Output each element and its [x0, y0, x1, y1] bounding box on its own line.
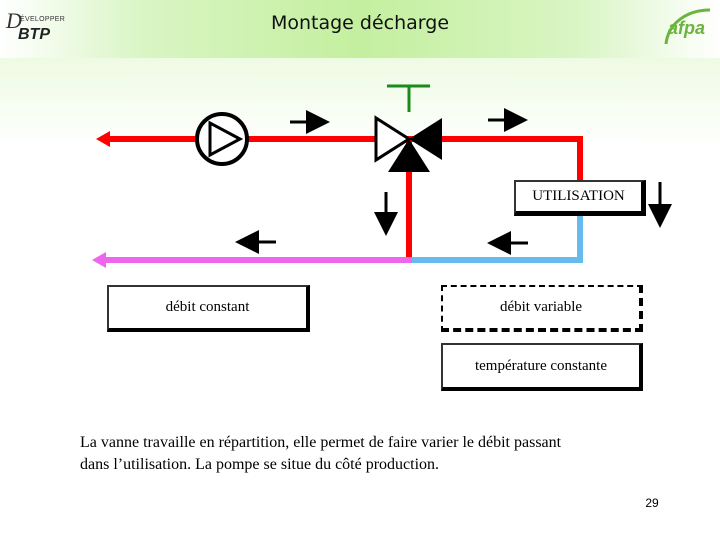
user-return-pipe — [412, 216, 583, 263]
utilisation-box: UTILISATION — [514, 180, 646, 216]
return-pipe — [92, 252, 412, 268]
supply-pipe — [96, 131, 583, 260]
debit-variable-box: débit variable — [441, 285, 643, 332]
caption-line-1: La vanne travaille en répartition, elle … — [80, 434, 562, 451]
pump-icon — [195, 112, 249, 166]
developper-btp-logo: D ÉVELOPPER BTP — [6, 8, 66, 46]
page-title: Montage décharge — [270, 12, 450, 34]
utilisation-label: UTILISATION — [532, 188, 625, 204]
logo-sub: ÉVELOPPER — [20, 16, 66, 23]
three-way-valve-icon — [374, 115, 442, 172]
svg-text:afpa: afpa — [668, 18, 705, 38]
header-fade — [0, 58, 720, 148]
valve-actuator-icon — [387, 84, 430, 112]
temperature-constante-box: température constante — [441, 343, 643, 391]
debit-constant-label: débit constant — [165, 299, 250, 315]
temperature-constante-label: température constante — [474, 357, 608, 374]
caption-line-2: dans l’utilisation. La pompe se situe du… — [80, 456, 440, 473]
afpa-logo: afpa — [664, 8, 711, 45]
logo-brand: BTP — [18, 26, 50, 43]
flow-arrows — [235, 108, 672, 255]
debit-constant-box: débit constant — [107, 285, 310, 332]
page-number: 29 — [645, 496, 659, 510]
debit-variable-label: débit variable — [499, 299, 583, 315]
caption: La vanne travaille en répartition, elle … — [80, 432, 650, 476]
header-band — [0, 0, 720, 58]
logo-letter: D — [6, 8, 22, 33]
